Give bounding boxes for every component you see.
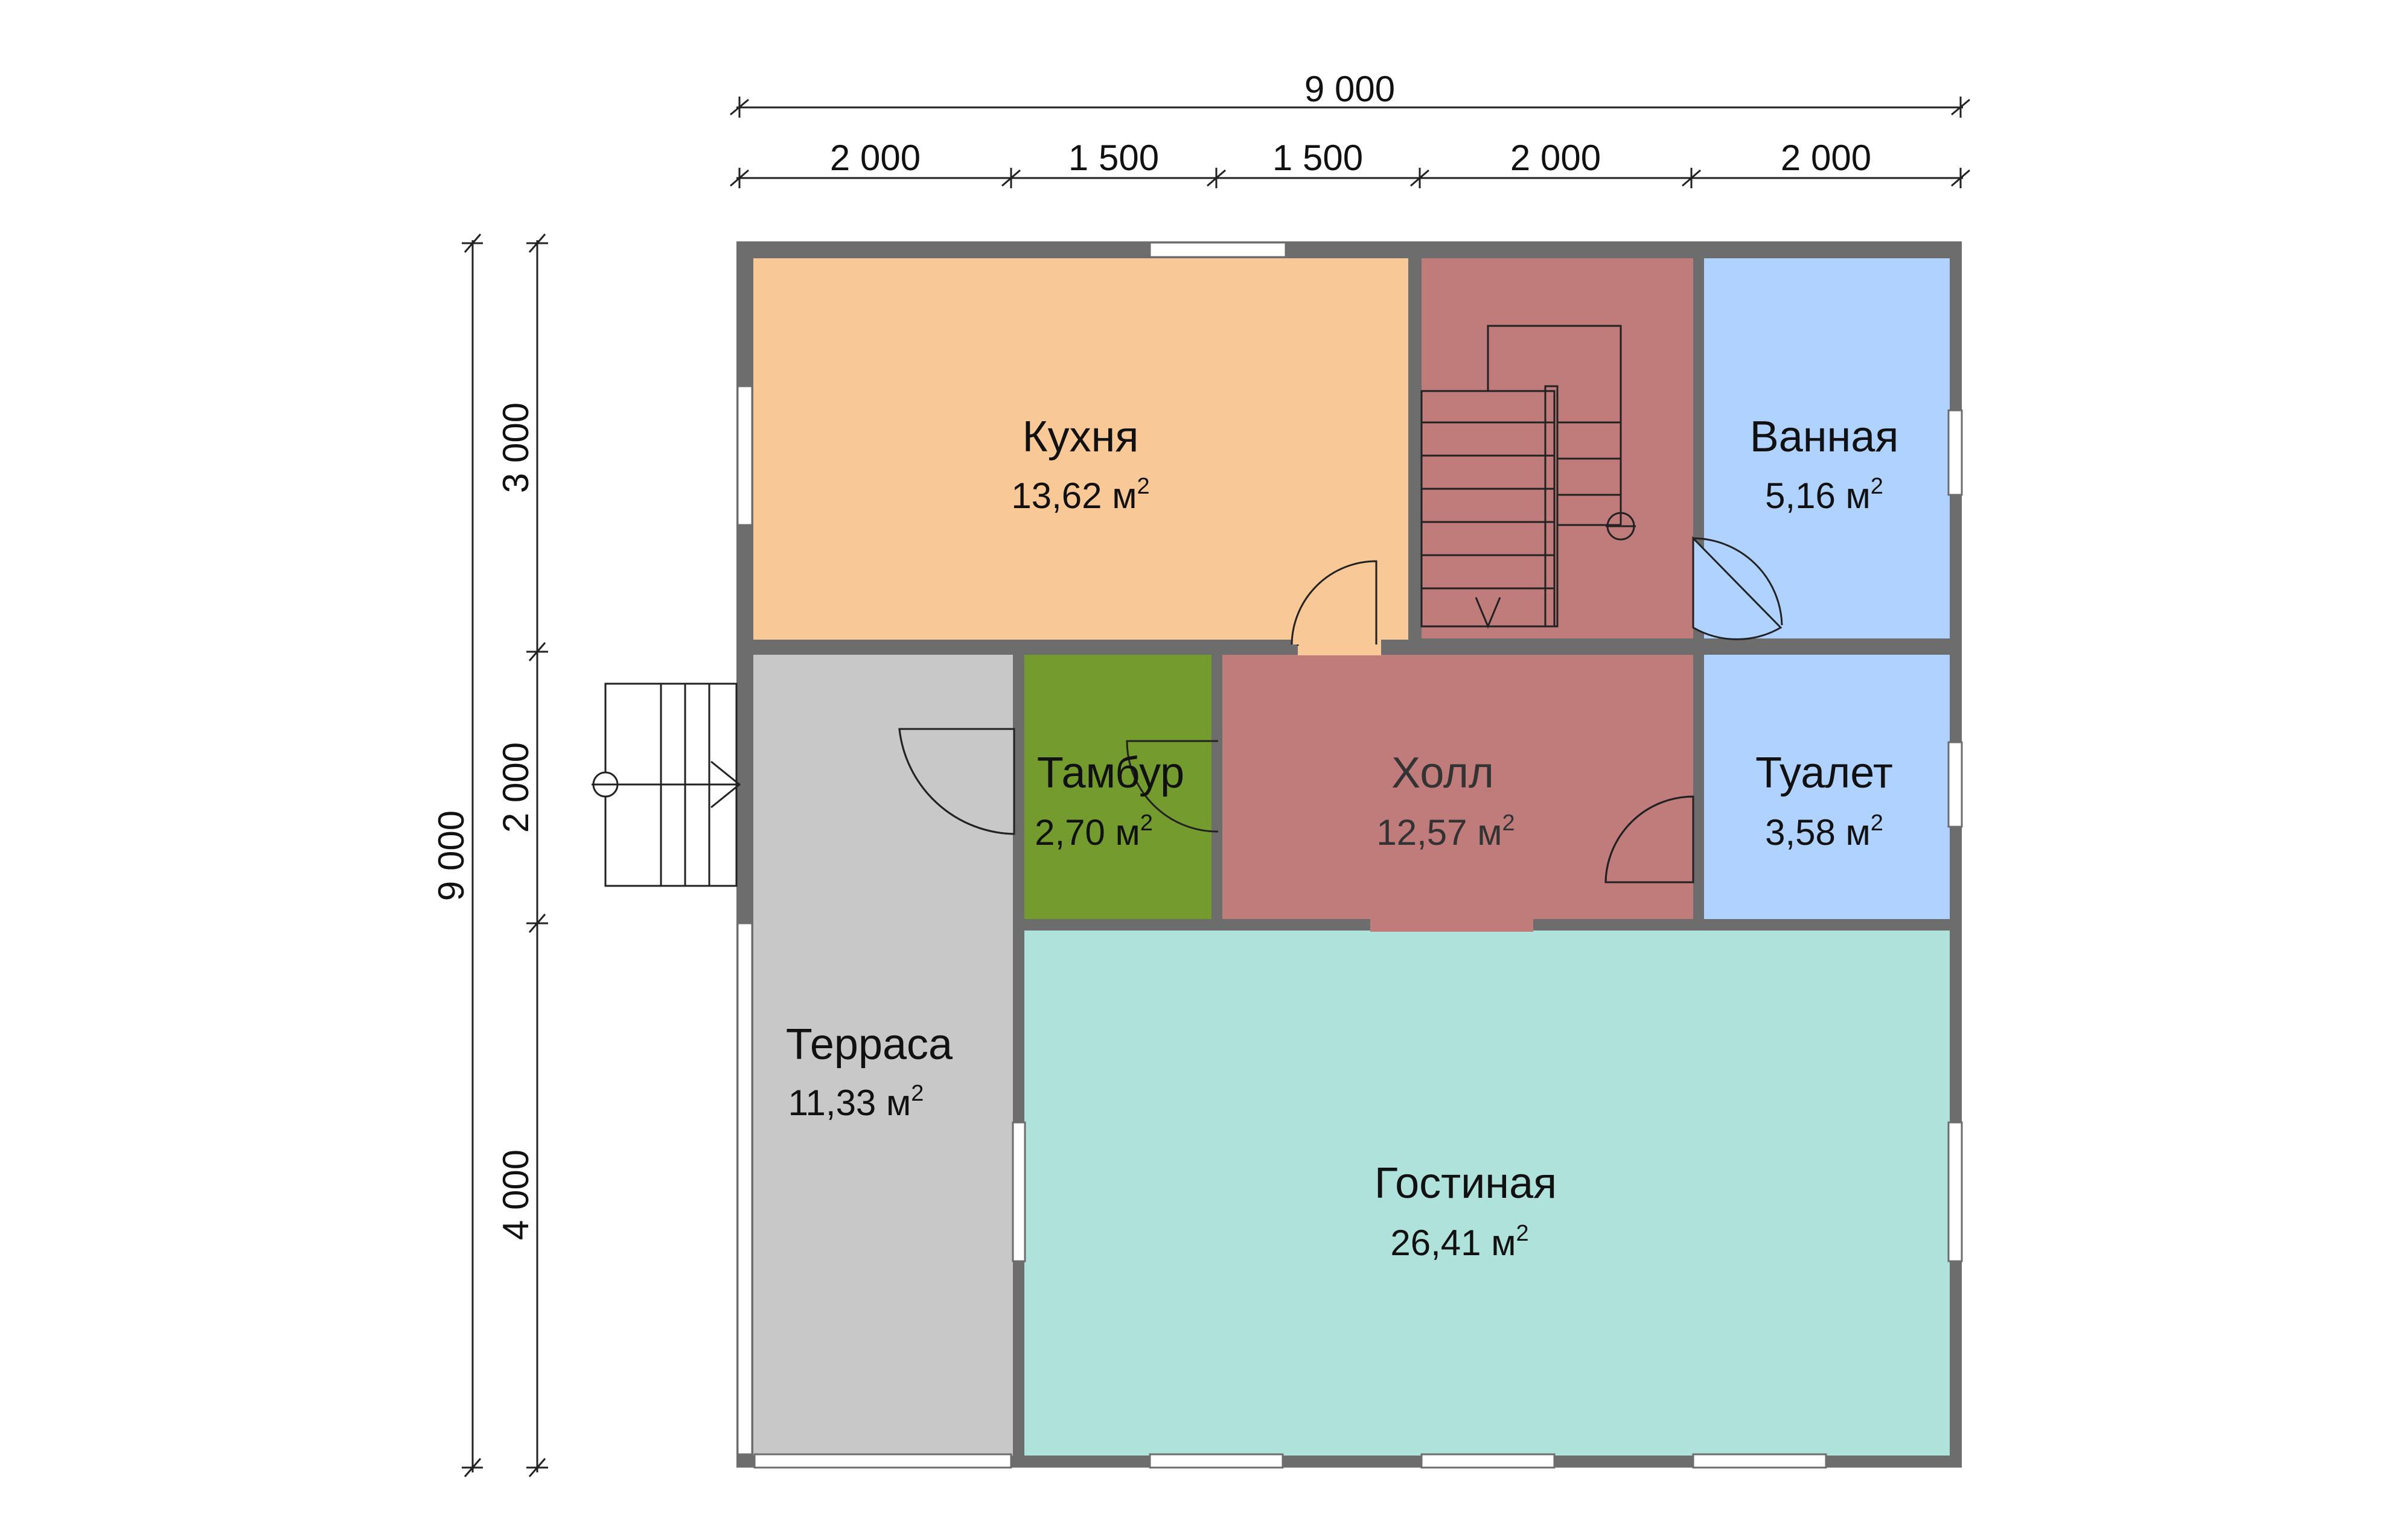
room-vestibule-area: 2,70 м2 [1035, 810, 1153, 853]
dim-top-3: 1 500 [1272, 138, 1363, 178]
room-living-name: Гостиная [1374, 1159, 1557, 1208]
room-bath-name: Ванная [1750, 413, 1899, 461]
room-toilet[interactable] [1704, 655, 1950, 919]
window [1149, 1453, 1284, 1469]
dim-top-1: 2 000 [830, 138, 921, 178]
dim-left-2: 2 000 [496, 742, 536, 833]
window [1420, 1453, 1556, 1469]
window [1012, 1121, 1026, 1262]
windows [736, 241, 1963, 1469]
window [736, 922, 753, 1456]
dimension-lines [462, 97, 1970, 1477]
window [736, 385, 753, 526]
room-terrace-name: Терраса [786, 1020, 953, 1069]
dim-left-3: 4 000 [496, 1150, 536, 1240]
door-hall[interactable] [1126, 740, 1219, 833]
hall-living-opening [1370, 917, 1533, 932]
room-kitchen-area: 13,62 м2 [1011, 474, 1149, 516]
window [1149, 241, 1287, 258]
doors [898, 536, 1783, 883]
room-vestibule[interactable] [1024, 655, 1211, 919]
window [753, 1453, 1012, 1469]
window [1692, 1453, 1827, 1469]
room-vestibule-name: Тамбур [1037, 749, 1184, 797]
dim-total-left: 9 000 [431, 810, 471, 901]
room-toilet-area: 3,58 м2 [1765, 810, 1883, 853]
room-toilet-name: Туалет [1755, 749, 1893, 797]
room-kitchen[interactable] [753, 258, 1408, 640]
room-living-area: 26,41 м2 [1390, 1221, 1528, 1263]
room-terrace-area: 11,33 м2 [788, 1081, 924, 1123]
dim-top-2: 1 500 [1068, 138, 1159, 178]
dim-top-5: 2 000 [1781, 138, 1871, 178]
dim-top-4: 2 000 [1510, 138, 1601, 178]
room-hall-area: 12,57 м2 [1376, 810, 1515, 853]
dim-total-top: 9 000 [1304, 69, 1395, 109]
room-bath-area: 5,16 м2 [1765, 474, 1883, 516]
window [1947, 741, 1963, 828]
dim-left-1: 3 000 [496, 402, 536, 493]
porch-steps [592, 682, 741, 887]
room-kitchen-name: Кухня [1023, 413, 1139, 461]
window [1947, 409, 1963, 496]
window [1947, 1121, 1963, 1262]
door-bath[interactable] [1692, 536, 1783, 640]
interior-staircase [1420, 325, 1636, 629]
room-hall-name: Холл [1391, 749, 1494, 797]
door-kitchen[interactable] [1291, 560, 1377, 645]
room-living[interactable] [1024, 931, 1950, 1456]
room-bath[interactable] [1704, 258, 1950, 638]
